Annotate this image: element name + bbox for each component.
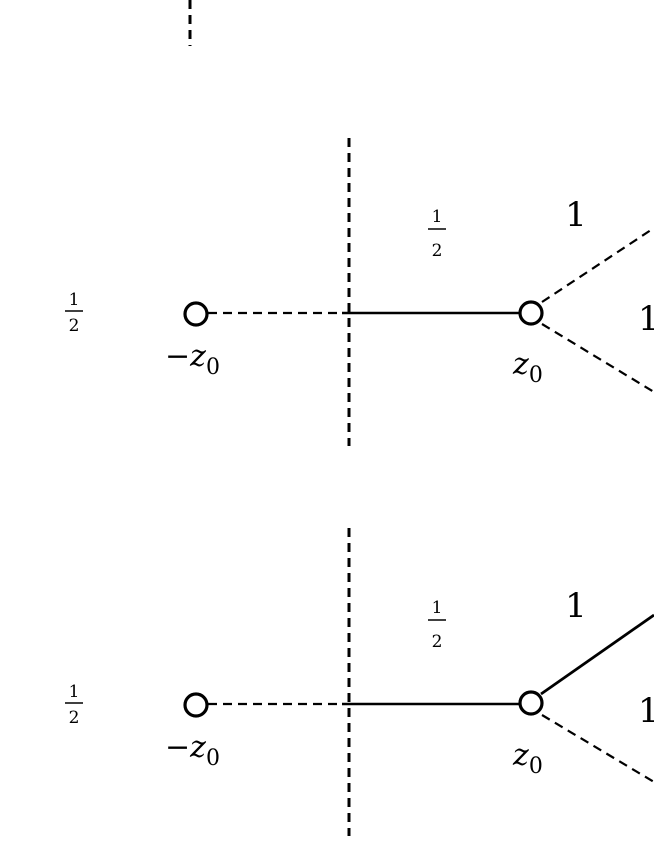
left-weight-den: 2: [69, 708, 80, 728]
neg-z0-label: −z0: [165, 730, 220, 771]
z0-label: z0: [512, 738, 543, 779]
left-weight-num: 1: [69, 682, 80, 702]
lower-weight: 1: [638, 299, 654, 339]
upper-weight: 1: [565, 586, 587, 626]
z0-node: [518, 300, 544, 326]
mid-weight-num: 1: [432, 207, 443, 227]
mid-weight-den: 2: [432, 241, 443, 261]
neg-z0-node: [183, 692, 209, 718]
panel-1: 1 2 1 2 1 1 −z0 z0: [65, 138, 654, 446]
panel-2: 1 2 1 2 1 1 −z0 z0: [65, 528, 654, 836]
upper-branch: [541, 227, 654, 303]
upper-weight: 1: [565, 195, 587, 235]
lower-weight: 1: [638, 691, 654, 731]
left-weight-den: 2: [69, 316, 80, 336]
mid-weight-num: 1: [432, 598, 443, 618]
lower-branch: [541, 714, 654, 783]
z0-node: [518, 690, 544, 716]
left-weight-num: 1: [69, 290, 80, 310]
neg-z0-label: −z0: [165, 339, 220, 380]
mid-weight-den: 2: [432, 632, 443, 652]
lower-branch: [541, 323, 654, 393]
z0-label: z0: [512, 347, 543, 388]
upper-branch: [540, 613, 654, 696]
neg-z0-node: [183, 301, 209, 327]
